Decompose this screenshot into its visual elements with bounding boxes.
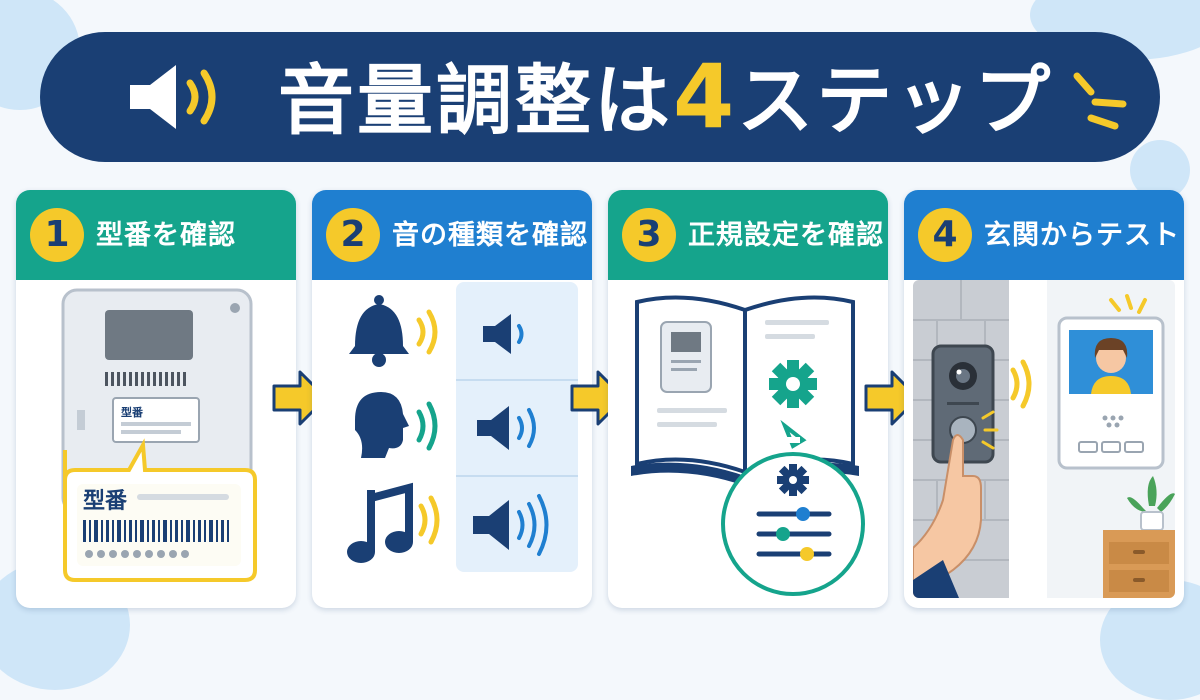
step-body-3 — [617, 280, 879, 598]
sparkle-icon — [1073, 72, 1127, 130]
sound-types-illustration — [347, 282, 578, 572]
title-prefix: 音量調整は — [278, 56, 673, 145]
step-header-1: 1 型番を確認 — [16, 190, 296, 280]
step-body-4 — [913, 280, 1175, 598]
title-number: 4 — [673, 45, 738, 148]
step-header-3: 3 正規設定を確認 — [608, 190, 888, 280]
step-number-2: 2 — [326, 208, 380, 262]
intercom-unit-illustration: 型番 型番 — [61, 288, 257, 582]
manual-settings-illustration — [631, 295, 865, 596]
step-header-2: 2 音の種類を確認 — [312, 190, 592, 280]
bell-icon — [349, 295, 409, 367]
step-label-4: 玄関からテスト — [984, 220, 1180, 251]
step-body-2 — [321, 280, 583, 598]
manual-book-icon — [631, 295, 859, 486]
speaker-large-icon — [473, 494, 549, 556]
step-card-4: 4 玄関からテスト — [904, 190, 1184, 608]
gear-icon — [769, 360, 817, 408]
gear-small-icon — [777, 464, 809, 496]
speaker-medium-icon — [477, 406, 536, 450]
step-label-2: 音の種類を確認 — [392, 220, 588, 251]
speaker-icon — [130, 65, 216, 129]
plant-icon — [1127, 476, 1175, 531]
step-number-1: 1 — [30, 208, 84, 262]
step-number-4: 4 — [918, 208, 972, 262]
settings-zoom-bubble — [721, 419, 865, 596]
step-header-4: 4 玄関からテスト — [904, 190, 1184, 280]
title-suffix: ステップ — [737, 56, 1054, 145]
doorbell-camera-icon — [931, 344, 995, 464]
voice-icon — [355, 392, 409, 458]
music-note-icon — [347, 482, 413, 563]
step-label-1: 型番を確認 — [96, 220, 236, 251]
speaker-small-icon — [483, 314, 524, 354]
cabinet-icon — [1103, 530, 1175, 598]
step-body-1: 型番 型番 — [25, 280, 287, 598]
title-bar: 音量調整は4ステップ — [40, 32, 1160, 162]
intercom-monitor-icon — [1057, 316, 1165, 470]
model-number-label: 型番 — [83, 489, 128, 514]
doorbell-test-illustration — [913, 280, 1175, 598]
small-model-label: 型番 — [121, 405, 144, 419]
step-number-3: 3 — [622, 208, 676, 262]
step-card-2: 2 音の種類を確認 — [312, 190, 592, 608]
step-card-3: 3 正規設定を確認 — [608, 190, 888, 608]
hand-pressing-icon — [913, 434, 982, 598]
step-label-3: 正規設定を確認 — [688, 220, 884, 251]
slider-controls-icon — [756, 507, 832, 561]
step-card-1: 1 型番を確認 型番 型番 — [16, 190, 296, 608]
page-title: 音量調整は4ステップ — [278, 32, 1053, 162]
